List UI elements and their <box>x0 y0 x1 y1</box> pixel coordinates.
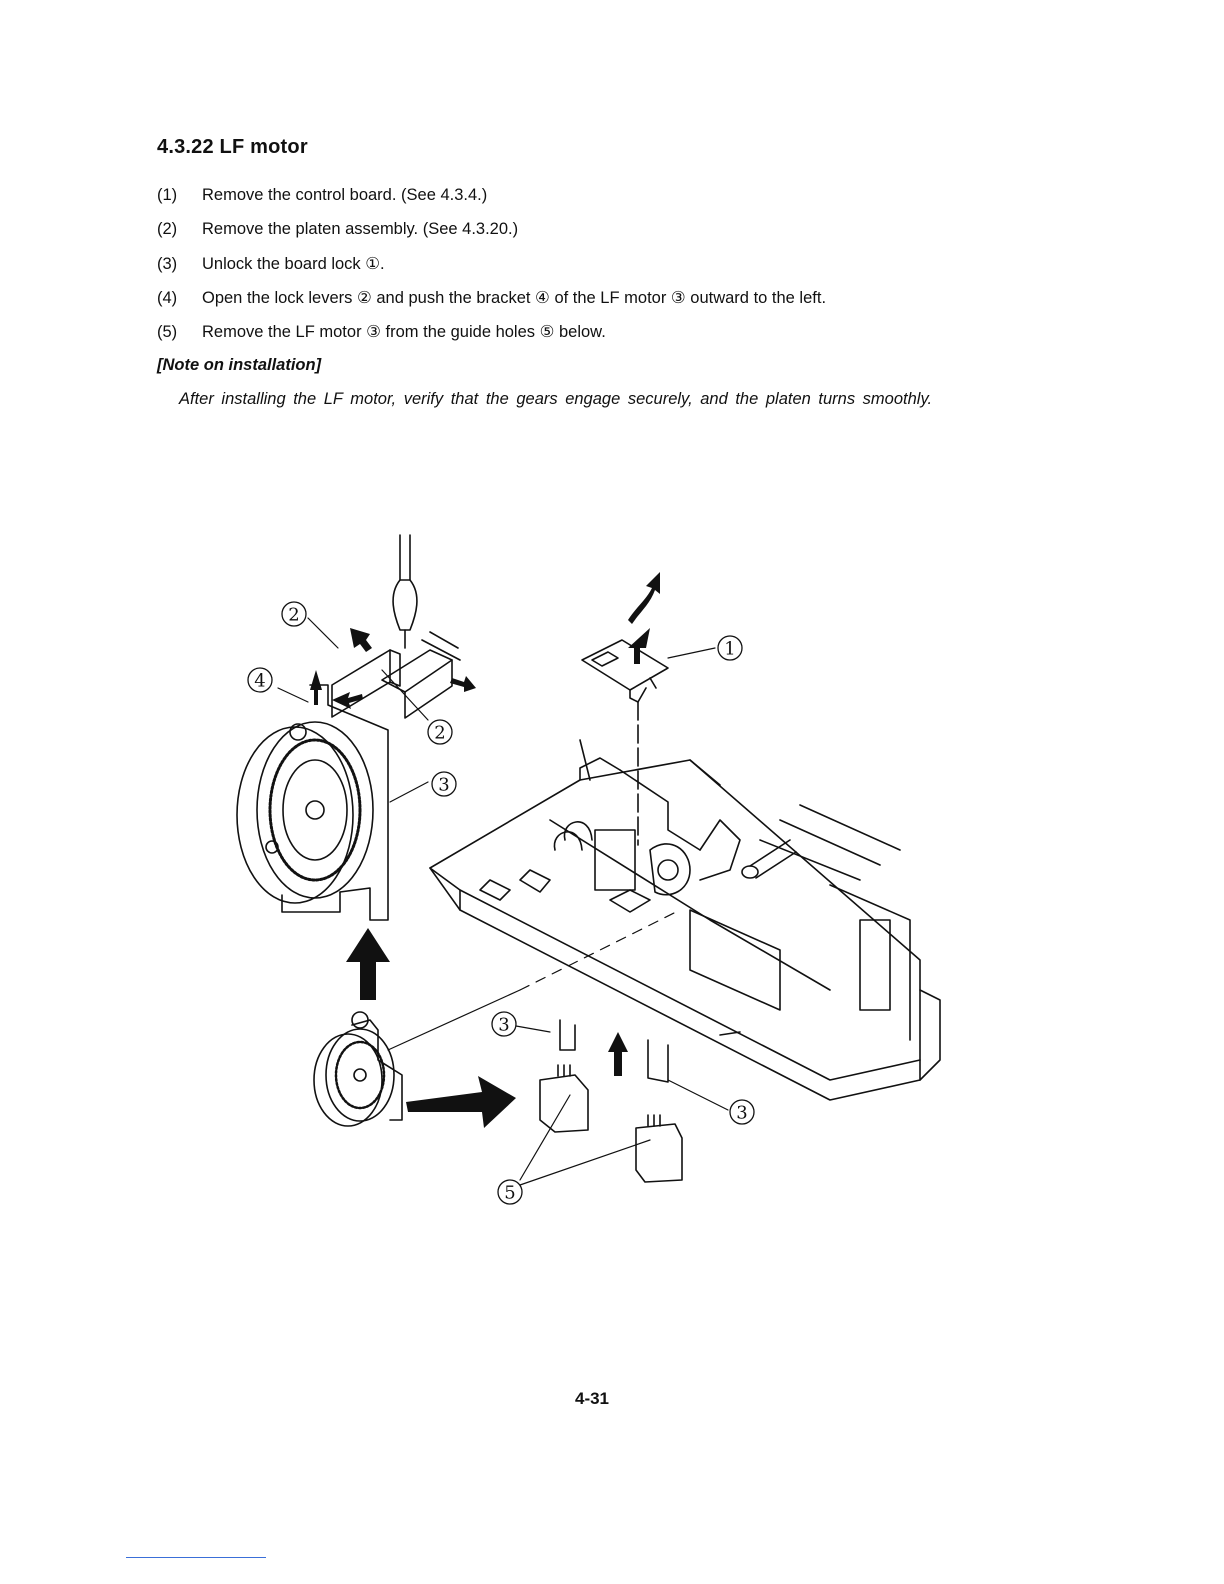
callout-3-left-hole: 3 <box>491 1011 517 1037</box>
step-5: (5) Remove the LF motor ③ from the guide … <box>157 322 606 342</box>
svg-text:3: 3 <box>498 1015 509 1036</box>
board-lock-illustration <box>581 639 669 846</box>
svg-text:2: 2 <box>288 605 299 626</box>
up-arrow-small <box>608 1032 628 1076</box>
step-text: Remove the control board. (See 4.3.4.) <box>202 186 488 204</box>
guide-holes-illustration <box>539 1019 683 1183</box>
callout-2-lower: 2 <box>427 719 453 745</box>
screwdriver-illustration <box>392 534 418 649</box>
step-number: (4) <box>157 289 178 307</box>
svg-text:1: 1 <box>724 639 735 660</box>
callout-1: 1 <box>717 635 743 661</box>
leader-lines <box>277 617 729 1186</box>
svg-text:3: 3 <box>438 775 449 796</box>
step-3: (3) Unlock the board lock ①. <box>157 254 385 274</box>
callouts: 1 2 2 4 3 3 3 5 <box>247 601 755 1205</box>
step-text: Open the lock levers ② and push the brac… <box>202 289 827 307</box>
printer-chassis-illustration <box>429 739 941 1101</box>
right-arrow-large <box>406 1076 516 1128</box>
footer-rule <box>126 1557 266 1558</box>
up-arrow-large <box>346 928 390 1000</box>
step-1: (1) Remove the control board. (See 4.3.4.… <box>157 186 487 205</box>
step-number: (2) <box>157 220 178 238</box>
step-text: Unlock the board lock ①. <box>202 255 385 273</box>
step-number: (1) <box>157 186 178 204</box>
lf-motor-illustration <box>236 684 389 921</box>
svg-text:3: 3 <box>736 1103 747 1124</box>
callout-5: 5 <box>497 1179 523 1205</box>
callout-4: 4 <box>247 667 273 693</box>
push-arrows <box>310 628 476 709</box>
step-4: (4) Open the lock levers ② and push the b… <box>157 288 826 308</box>
step-2: (2) Remove the platen assembly. (See 4.3.… <box>157 220 518 239</box>
callout-3-motor: 3 <box>431 771 457 797</box>
note-text: After installing the LF motor, verify th… <box>179 390 933 408</box>
svg-text:4: 4 <box>254 671 265 692</box>
note-heading: [Note on installation] <box>157 356 322 374</box>
lock-lever-illustration <box>331 631 461 719</box>
lf-motor-small-illustration <box>313 1011 403 1127</box>
section-title: 4.3.22 LF motor <box>157 136 308 158</box>
svg-text:2: 2 <box>434 723 445 744</box>
svg-text:5: 5 <box>504 1183 515 1204</box>
callout-2-top: 2 <box>281 601 307 627</box>
step-number: (5) <box>157 323 178 341</box>
page-number: 4-31 <box>574 1389 610 1408</box>
step-number: (3) <box>157 255 178 273</box>
callout-3-right-hole: 3 <box>729 1099 755 1125</box>
lf-motor-diagram: 1 2 2 4 3 3 3 5 <box>236 534 941 1205</box>
step-text: Remove the platen assembly. (See 4.3.20.… <box>202 220 519 238</box>
step-text: Remove the LF motor ③ from the guide hol… <box>202 323 606 341</box>
unlock-arrows <box>628 572 660 664</box>
